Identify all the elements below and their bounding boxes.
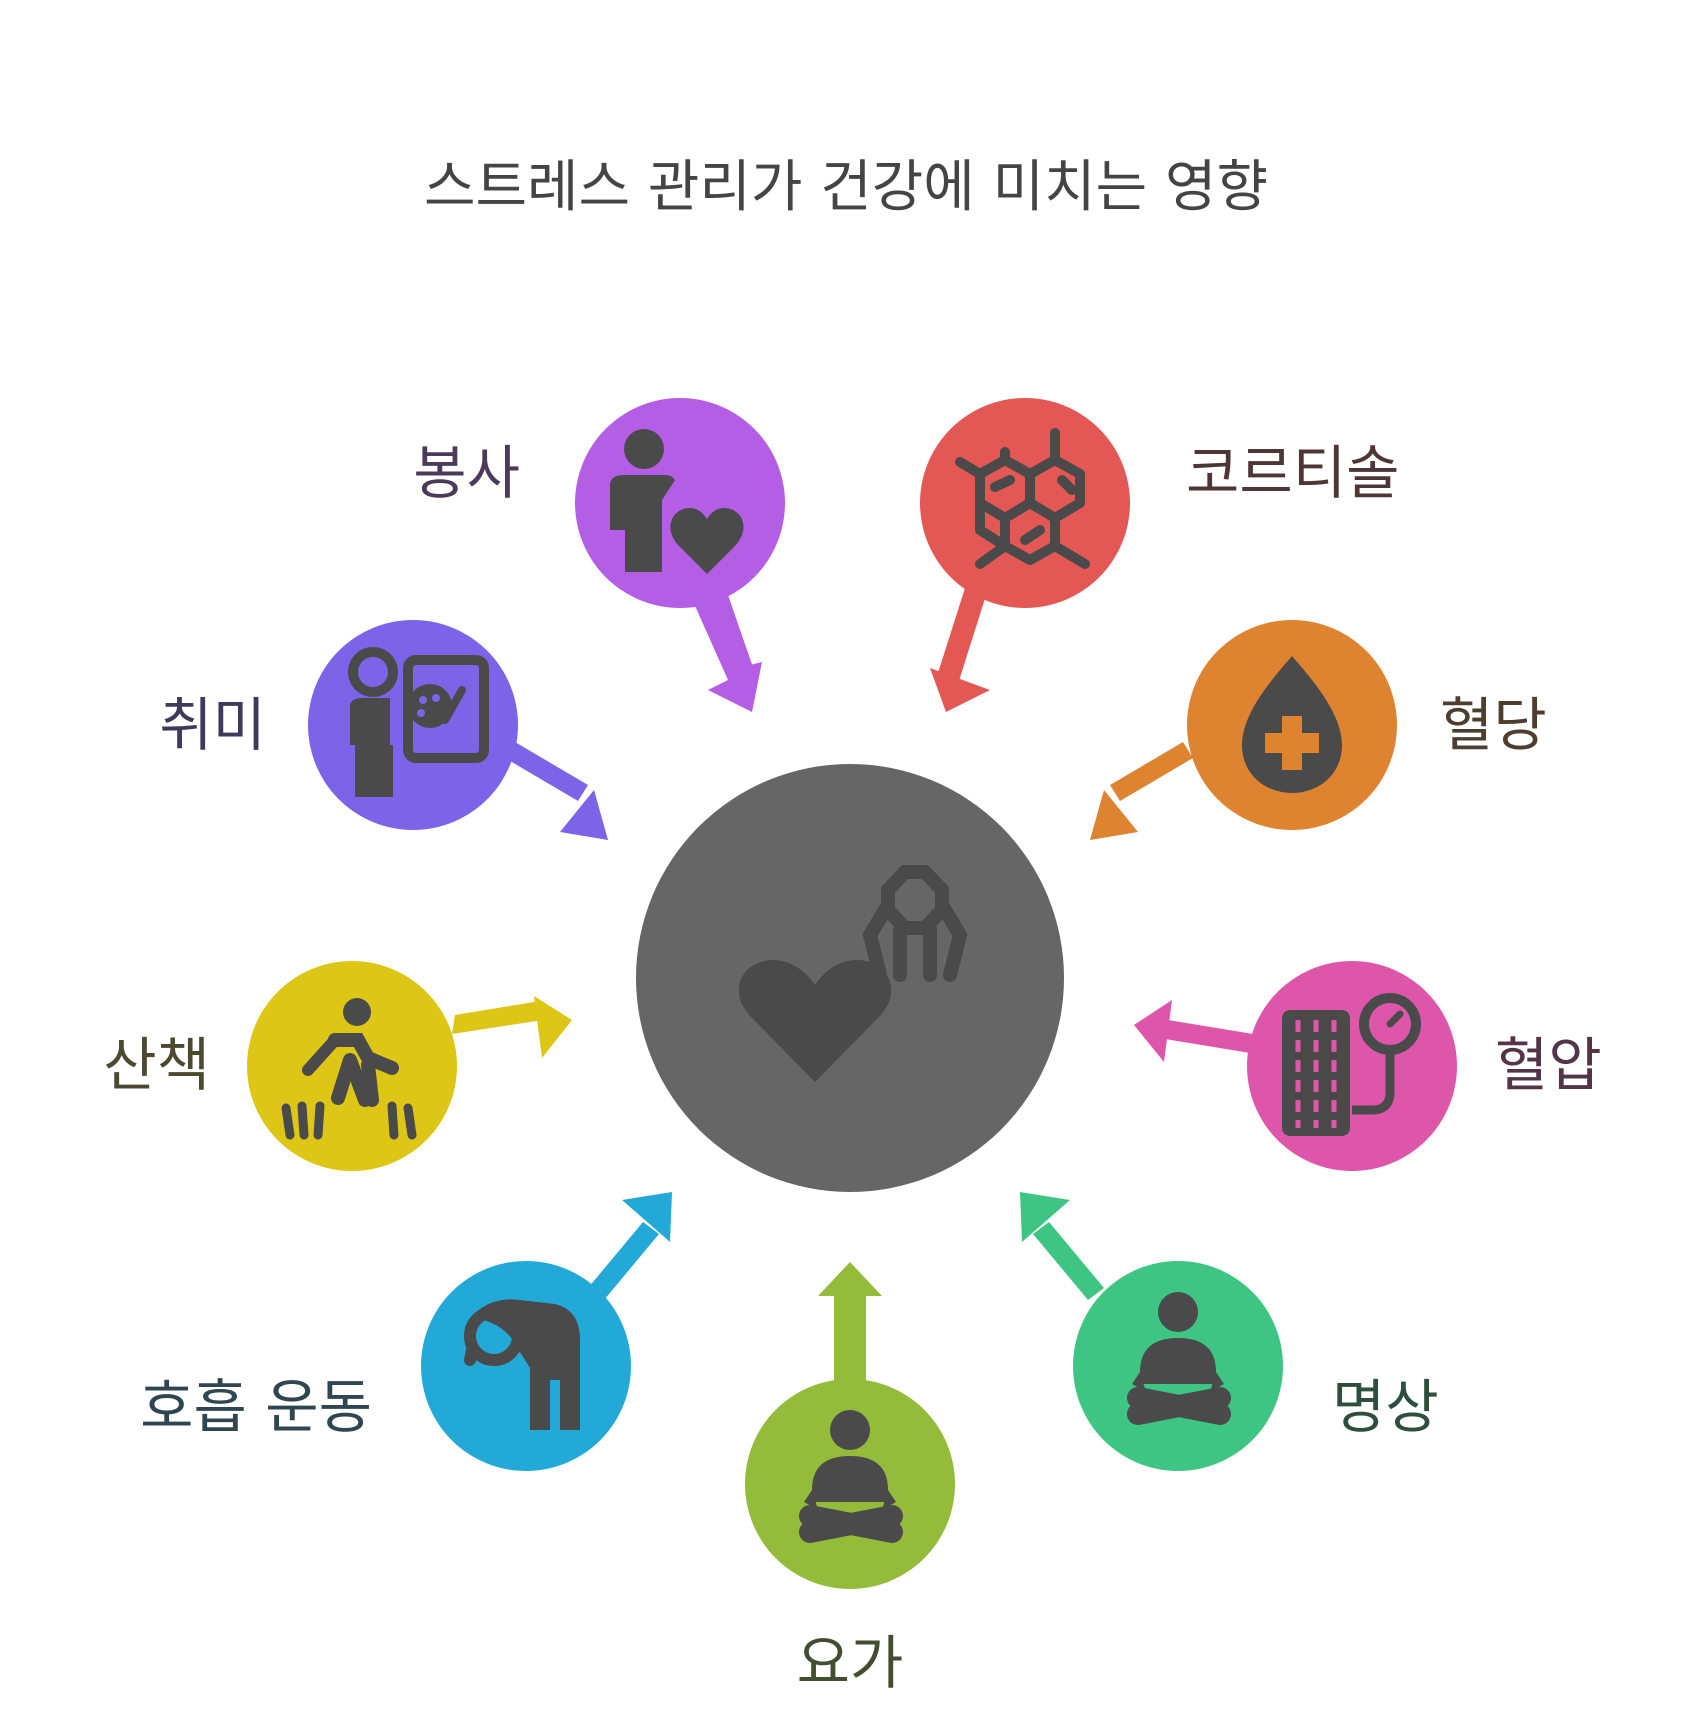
person-with-heart-icon	[610, 429, 744, 574]
diagram-title: 스트레스 관리가 건강에 미치는 영향	[423, 155, 1268, 220]
meditating-person-icon	[1127, 1292, 1231, 1425]
arrow-meditation-shaft	[1033, 1222, 1104, 1300]
arrow-blood-sugar-head	[1090, 790, 1138, 840]
stretching-person-icon	[464, 1299, 580, 1430]
arrow-blood-press-head	[1134, 1000, 1172, 1062]
arrow-walking-head	[534, 996, 572, 1058]
node-blood-press-circle[interactable]	[1247, 961, 1457, 1171]
heart-with-cortisol-molecule-icon	[738, 865, 968, 1082]
node-breathing-circle[interactable]	[421, 1261, 631, 1471]
arrow-meditation-head	[1020, 1192, 1070, 1242]
yoga-person-icon	[799, 1410, 903, 1543]
label-cortisol: 코르티솔	[1186, 439, 1400, 507]
arrow-yoga-head	[818, 1262, 882, 1296]
arrow-walking-shaft	[452, 1001, 543, 1034]
painter-easel-icon	[348, 647, 489, 797]
label-yoga: 요가	[796, 1629, 904, 1697]
label-walking: 산책	[103, 1031, 210, 1099]
label-blood-sugar: 혈당	[1440, 691, 1547, 759]
arrow-yoga-shaft	[834, 1290, 866, 1388]
arrow-blood-press-shaft	[1165, 1020, 1253, 1053]
label-volunteer: 봉사	[413, 439, 520, 507]
arrow-hobby-head	[560, 790, 608, 840]
label-meditation: 명상	[1332, 1373, 1439, 1441]
connector-arrows	[452, 566, 1253, 1388]
label-hobby: 취미	[159, 691, 266, 759]
arrow-breathing-head	[622, 1192, 672, 1242]
node-volunteer-circle[interactable]	[575, 398, 785, 608]
blood-pressure-monitor-icon	[1282, 993, 1421, 1136]
arrow-breathing-shaft	[588, 1222, 659, 1300]
label-blood-press: 혈압	[1495, 1031, 1602, 1099]
blood-drop-plus-icon	[1242, 656, 1342, 793]
walking-person-icon	[281, 998, 417, 1140]
molecule-icon	[955, 428, 1090, 569]
arrow-cortisol-head	[930, 668, 990, 712]
arrow-hobby-shaft	[505, 742, 588, 801]
label-breathing: 호흡 운동	[140, 1373, 372, 1441]
arrow-blood-sugar-shaft	[1110, 742, 1193, 801]
